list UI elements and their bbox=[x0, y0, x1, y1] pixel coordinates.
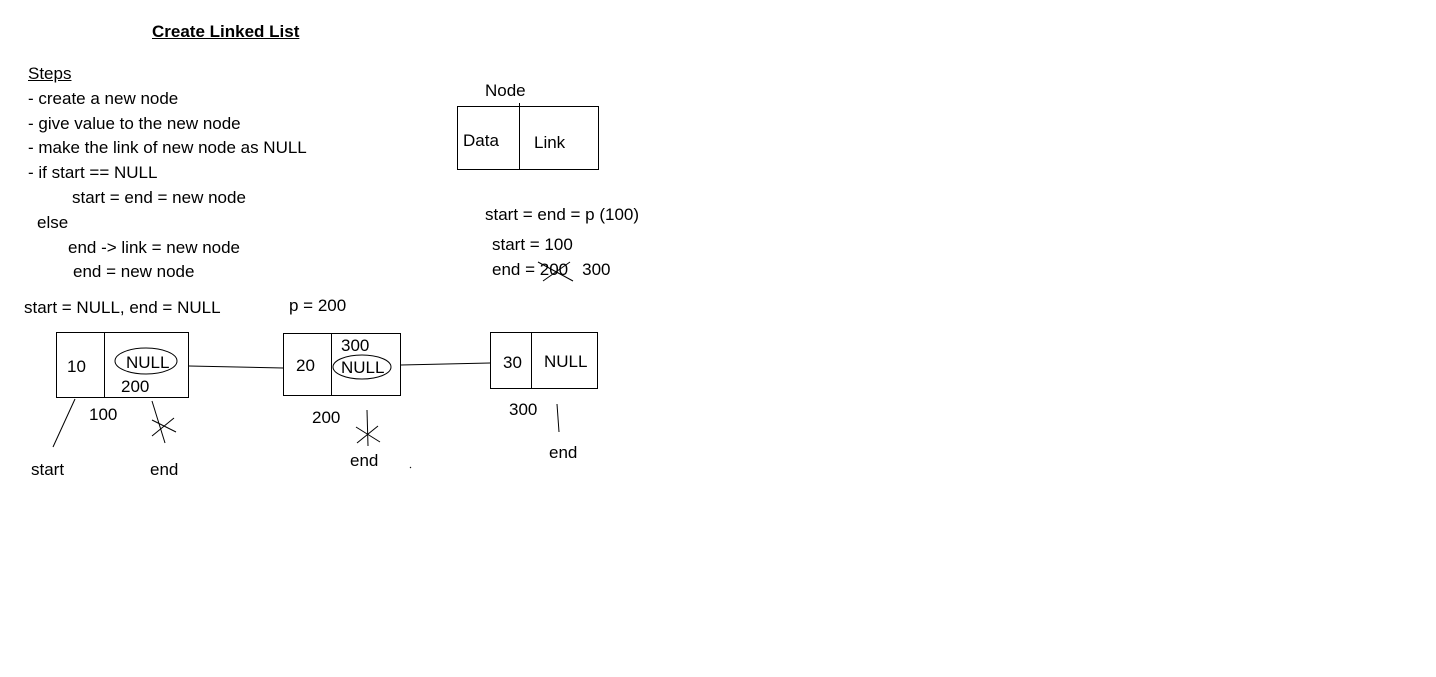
start-pointer-line bbox=[52, 398, 76, 448]
step-line: start = end = new node bbox=[72, 188, 246, 207]
legend-node-box: Data Link bbox=[457, 103, 599, 170]
node-divider bbox=[104, 333, 105, 397]
initial-state: start = NULL, end = NULL bbox=[24, 298, 221, 317]
strike-mark-end-value bbox=[542, 261, 571, 282]
node-divider bbox=[531, 333, 532, 388]
steps-heading: Steps bbox=[28, 64, 72, 83]
start-pointer-label: start bbox=[31, 460, 65, 479]
strike-mark-2 bbox=[356, 425, 379, 444]
node-address: 200 bbox=[312, 408, 341, 427]
end-pointer-label: end bbox=[350, 451, 379, 470]
node-data: 20 bbox=[296, 356, 315, 375]
list-node-2: 20 300 NULL bbox=[283, 333, 401, 396]
end-pointer-line-3 bbox=[556, 403, 560, 433]
assign-note: start = end = p (100) bbox=[485, 205, 640, 224]
stray-dot bbox=[409, 466, 412, 469]
page-title: Create Linked List bbox=[152, 22, 300, 41]
node-data: 10 bbox=[67, 357, 86, 376]
end-pointer-label: end bbox=[549, 443, 578, 462]
legend-node-label: Node bbox=[485, 81, 526, 100]
node-link: NULL bbox=[544, 352, 588, 371]
step-line: - make the link of new node as NULL bbox=[28, 138, 307, 157]
list-node-3: 30 NULL bbox=[490, 332, 598, 389]
end-pointer-line-1 bbox=[151, 400, 166, 444]
legend-node-divider bbox=[519, 103, 520, 169]
node-address: 300 bbox=[509, 400, 538, 419]
null-circle-node-1 bbox=[114, 347, 178, 375]
legend-link-label: Link bbox=[534, 133, 566, 152]
end-pointer-line-2 bbox=[366, 409, 369, 447]
step-line: - give value to the new node bbox=[28, 114, 241, 133]
step-line: else bbox=[37, 213, 69, 232]
node-link-new: 300 bbox=[341, 336, 370, 355]
p-label: p = 200 bbox=[289, 296, 347, 315]
end-pointer-label: end bbox=[150, 460, 179, 479]
end-prefix: end = bbox=[492, 260, 540, 279]
null-circle-node-2 bbox=[332, 354, 392, 380]
node-link-new: 200 bbox=[121, 377, 150, 396]
node-link: NULL bbox=[341, 358, 385, 377]
end-new-value: 300 bbox=[582, 260, 611, 279]
legend-data-label: Data bbox=[463, 131, 499, 150]
strike-mark-end-value bbox=[537, 261, 574, 282]
strike-mark-1 bbox=[151, 417, 175, 437]
start-value-note: start = 100 bbox=[492, 235, 573, 254]
step-line: - if start == NULL bbox=[28, 163, 158, 182]
link-arrow-2-3 bbox=[400, 362, 491, 366]
step-line: end = new node bbox=[73, 262, 195, 281]
node-divider bbox=[331, 334, 332, 395]
link-arrow-1-2 bbox=[188, 365, 284, 369]
list-node-1: 10 NULL 200 bbox=[56, 332, 189, 398]
node-address: 100 bbox=[89, 405, 118, 424]
node-link: NULL bbox=[126, 353, 170, 372]
step-line: end -> link = new node bbox=[68, 238, 241, 257]
node-data: 30 bbox=[503, 353, 522, 372]
step-line: - create a new node bbox=[28, 89, 179, 108]
